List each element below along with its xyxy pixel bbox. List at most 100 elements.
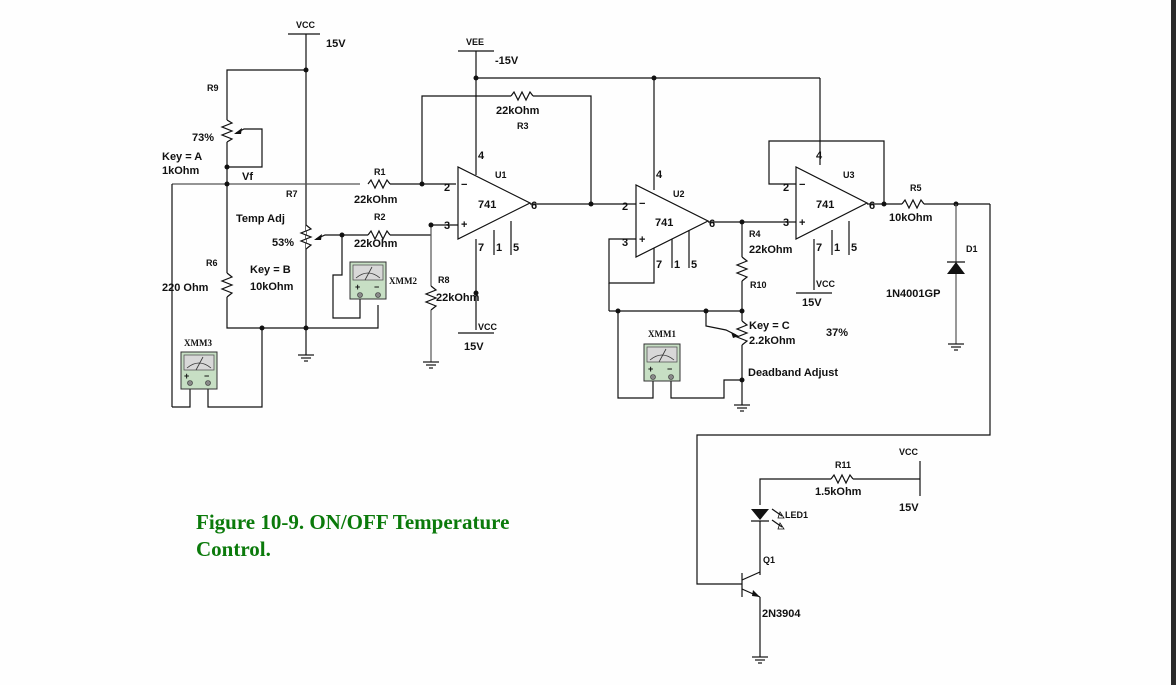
vcc-source-u3: VCC 15V <box>796 279 836 309</box>
vcc-source-top: VCC 15V <box>288 20 346 355</box>
svg-text:3: 3 <box>622 237 628 249</box>
svg-text:−: − <box>374 282 379 292</box>
resistor-r8: R8 22kOhm <box>423 222 480 369</box>
r5-ref: R5 <box>910 183 922 193</box>
u1-part: 741 <box>478 199 496 211</box>
resistor-r5: R5 10kOhm <box>889 183 990 224</box>
q1-ref: Q1 <box>763 555 775 565</box>
figure-caption: Figure 10-9. ON/OFF Temperature Control. <box>196 509 509 563</box>
svg-text:−: − <box>461 179 467 191</box>
r9-key: Key = A <box>162 151 202 163</box>
r1-ref: R1 <box>374 167 386 177</box>
svg-text:2: 2 <box>444 182 450 194</box>
scrollbar[interactable] <box>1171 0 1176 685</box>
svg-text:+: + <box>639 234 645 246</box>
diode-d1: D1 1N4001GP <box>886 204 978 351</box>
resistor-r1: R1 22kOhm <box>354 167 456 206</box>
svg-text:3: 3 <box>783 217 789 229</box>
vee-source: VEE -15V <box>458 37 1171 175</box>
svg-text:−: − <box>639 198 645 210</box>
led-led1: LED1 <box>751 508 808 575</box>
vcc-source-u1: VCC 15V <box>458 290 498 353</box>
led1-ref: LED1 <box>785 510 808 520</box>
svg-text:6: 6 <box>531 200 537 212</box>
r7-key: Key = B <box>250 264 291 276</box>
u3-part: 741 <box>816 199 834 211</box>
r7-ref: R7 <box>286 189 298 199</box>
xmm2-ref: XMM2 <box>389 276 417 286</box>
r9-ref: R9 <box>207 83 219 93</box>
u1-ref: U1 <box>495 170 507 180</box>
r8-ref: R8 <box>438 275 450 285</box>
opamp-u1: 4 2 3 6 7 1 5 − + 741 U1 <box>431 150 591 330</box>
r10-value: 2.2kOhm <box>749 335 796 347</box>
r6-ref: R6 <box>206 258 218 268</box>
u2-ref: U2 <box>673 189 685 199</box>
u3-ref: U3 <box>843 170 855 180</box>
svg-text:3: 3 <box>444 220 450 232</box>
vee-voltage: -15V <box>495 55 519 67</box>
svg-text:2: 2 <box>783 182 789 194</box>
svg-text:5: 5 <box>691 259 697 271</box>
svg-text:VCC: VCC <box>899 447 919 457</box>
r9-value: 1kOhm <box>162 165 200 177</box>
r4-ref: R4 <box>749 229 761 239</box>
r11-value: 1.5kOhm <box>815 486 862 498</box>
resistor-r2: R2 22kOhm <box>339 212 431 250</box>
r10-ref: R10 <box>750 280 767 290</box>
resistor-r11: R11 1.5kOhm VCC 15V <box>759 447 921 514</box>
r4-value: 22kOhm <box>749 244 793 256</box>
r7-title: Temp Adj <box>236 213 285 225</box>
svg-text:4: 4 <box>478 150 485 162</box>
resistor-r9: R9 73% Key = A 1kOhm Vf <box>162 67 309 183</box>
r7-percent: 53% <box>272 237 294 249</box>
svg-text:2: 2 <box>622 201 628 213</box>
svg-text:6: 6 <box>709 218 715 230</box>
svg-text:−: − <box>667 364 672 374</box>
d1-ref: D1 <box>966 244 978 254</box>
r9-percent: 73% <box>192 132 214 144</box>
resistor-r3: 22kOhm R3 <box>421 90 592 204</box>
svg-text:7: 7 <box>656 259 662 271</box>
transistor-q1: Q1 2N3904 <box>741 555 801 664</box>
r6-value: 220 Ohm <box>162 282 209 294</box>
opamp-u2: 4 2 3 6 7 1 5 − + 741 U2 <box>591 169 790 284</box>
r11-ref: R11 <box>835 460 851 470</box>
svg-text:7: 7 <box>816 242 822 254</box>
r3-ref: R3 <box>517 121 529 131</box>
d1-part: 1N4001GP <box>886 288 940 300</box>
svg-text:1: 1 <box>496 242 502 254</box>
r5-value: 10kOhm <box>889 212 933 224</box>
u2-part: 741 <box>655 217 673 229</box>
vcc-voltage: 15V <box>326 38 346 50</box>
svg-text:4: 4 <box>656 169 663 181</box>
r7-value: 10kOhm <box>250 281 294 293</box>
caption-line-2: Control. <box>196 537 271 561</box>
svg-text:6: 6 <box>869 200 875 212</box>
multimeter-xmm3[interactable]: + − XMM3 <box>172 328 263 408</box>
svg-text:+: + <box>461 219 467 231</box>
svg-text:VCC: VCC <box>816 279 836 289</box>
vcc-label: VCC <box>296 20 316 30</box>
svg-text:−: − <box>799 179 805 191</box>
multimeter-xmm2[interactable]: + − XMM2 <box>332 235 417 319</box>
svg-text:+: + <box>184 371 189 381</box>
svg-text:7: 7 <box>478 242 484 254</box>
svg-text:5: 5 <box>851 242 857 254</box>
svg-text:15V: 15V <box>464 341 484 353</box>
r10-key: Key = C <box>749 320 790 332</box>
r3-value: 22kOhm <box>496 105 540 117</box>
resistor-r4: R4 22kOhm <box>735 222 793 311</box>
deadband-label: Deadband Adjust <box>748 367 838 379</box>
r2-value: 22kOhm <box>354 238 398 250</box>
svg-text:4: 4 <box>816 150 823 162</box>
xmm1-ref: XMM1 <box>648 329 676 339</box>
caption-line-1: Figure 10-9. ON/OFF Temperature <box>196 510 510 534</box>
multimeter-xmm1[interactable]: + − XMM1 <box>617 311 742 399</box>
svg-text:15V: 15V <box>802 297 822 309</box>
q1-part: 2N3904 <box>762 608 801 620</box>
resistor-r10: R10 Key = C 2.2kOhm 37% Deadband Adjust <box>608 280 848 412</box>
svg-text:15V: 15V <box>899 502 919 514</box>
